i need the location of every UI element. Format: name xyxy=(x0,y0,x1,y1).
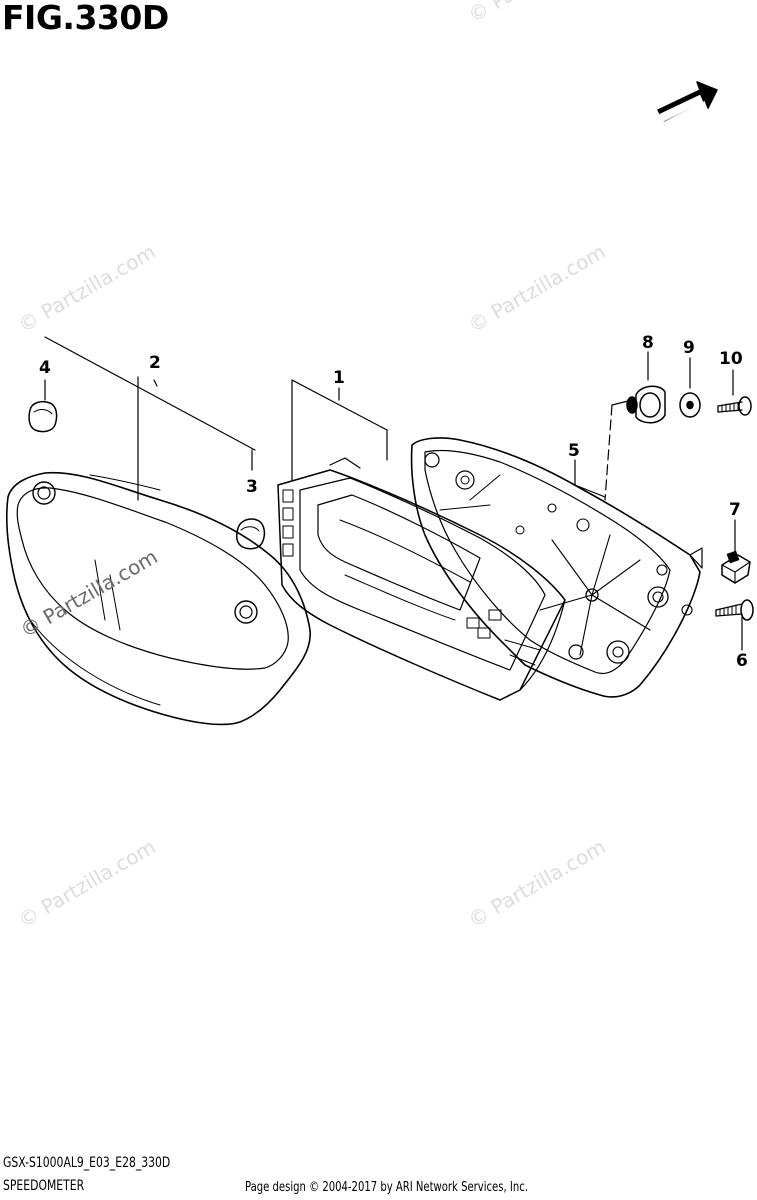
callout-4: 4 xyxy=(39,358,51,378)
model-code: GSX-S1000AL9_E03_E28_330D xyxy=(3,1155,171,1171)
callout-1: 1 xyxy=(333,368,345,388)
fwd-arrow-icon xyxy=(657,81,718,123)
callout-7: 7 xyxy=(729,500,741,520)
callout-2: 2 xyxy=(149,353,161,373)
part-9-washer xyxy=(679,392,701,418)
part-10-screw xyxy=(717,396,752,416)
part-5-rear-case xyxy=(410,437,703,698)
section-name: SPEEDOMETER xyxy=(3,1178,85,1194)
callout-5: 5 xyxy=(568,441,580,461)
part-1-meter-assembly xyxy=(277,457,566,701)
callout-6: 6 xyxy=(736,651,748,671)
part-7-clip-nut xyxy=(721,550,751,584)
copyright-notice: Page design © 2004-2017 by ARI Network S… xyxy=(245,1180,528,1195)
part-2-meter-cover xyxy=(6,471,311,726)
part-8-grommet xyxy=(626,385,666,424)
leader-lines xyxy=(44,336,743,651)
part-4-cap xyxy=(28,400,58,433)
callout-9: 9 xyxy=(683,338,695,358)
part-3-cap xyxy=(236,518,266,550)
callout-3: 3 xyxy=(246,477,258,497)
callout-10: 10 xyxy=(719,349,743,369)
figure-title: FIG.330D xyxy=(2,0,169,37)
part-6-screw xyxy=(715,599,754,621)
callout-8: 8 xyxy=(642,333,654,353)
